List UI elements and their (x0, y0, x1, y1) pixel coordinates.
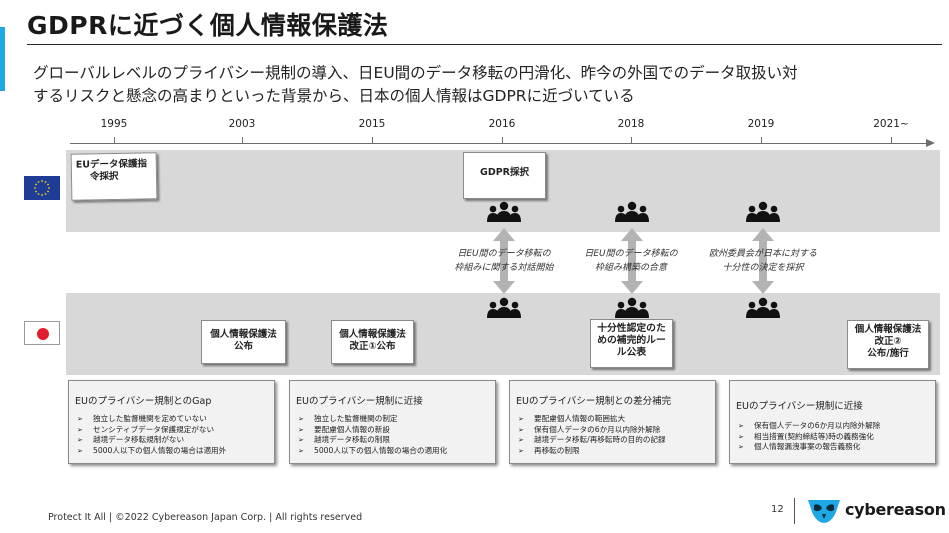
year-2016: 2016 (488, 118, 516, 130)
list-item: ➢センシティブデータ保護規定がない (77, 424, 215, 434)
double-arrow-icon (621, 228, 643, 294)
detail-box-2021: EUのプライバシー規制に近接 ➢保有個人データの6か月以内除外解除 ➢相当措置(… (729, 380, 936, 464)
timeline-axis (70, 143, 930, 144)
double-arrow-icon (752, 228, 774, 294)
tick (502, 137, 503, 144)
tick (891, 137, 892, 144)
year-2021: 2021~ (873, 118, 909, 130)
bilateral-caption-2019: 欧州委員会が日本に対する 十分性の決定を採択 (708, 249, 817, 273)
jp-event-2015: 個人情報保護法 改正①公布 (331, 320, 414, 364)
detail-box-list: ➢独立した監督機関の制定 ➢要配慮個人情報の新設 ➢越境データ移転の制限 ➢50… (298, 414, 447, 456)
list-item: ➢保有個人データの6か月以内除外解除 (518, 424, 661, 434)
timeline-arrow-icon (926, 139, 935, 147)
people-group-icon (746, 201, 780, 222)
japan-flag-icon (24, 321, 60, 345)
tick (242, 137, 243, 144)
detail-box-2015: EUのプライバシー規制に近接 ➢独立した監督機関の制定 ➢要配慮個人情報の新設 … (289, 380, 496, 464)
eu-event-1995: EUデータ保護指 令採択 (70, 152, 158, 201)
year-2015: 2015 (358, 118, 386, 130)
detail-box-list: ➢独立した監督機関を定めていない ➢センシティブデータ保護規定がない ➢越境デー… (77, 414, 226, 456)
jp-event-2021: 個人情報保護法 改正② 公布/施行 (847, 320, 929, 369)
page-title: GDPRに近づく個人情報保護法 (27, 11, 389, 40)
list-item: ➢独立した監督機関の制定 (298, 414, 398, 423)
list-item: ➢相当措置(契約締結等)時の義務強化 (738, 431, 874, 441)
footer-divider (794, 498, 795, 524)
detail-box-heading: EUのプライバシー規制に近接 (736, 401, 863, 412)
bilateral-caption-2018: 日EU間のデータ移転の 枠組み構築の合意 (584, 249, 678, 273)
list-item: ➢5000人以下の個人情報の場合は適用外 (77, 445, 227, 455)
japan-flag-sun (37, 328, 49, 340)
subtitle-line-1: グローバルレベルのプライバシー規制の導入、日EU間のデータ移転の円滑化、昨今の外… (33, 64, 798, 82)
list-item: ➢越境データ移転の制限 (298, 435, 390, 445)
detail-box-2018: EUのプライバシー規制との差分補完 ➢要配慮個人情報の範囲拡大 ➢保有個人データ… (509, 380, 716, 464)
detail-box-heading: EUのプライバシー規制との差分補完 (516, 396, 672, 407)
people-group-icon (487, 297, 521, 318)
year-2019: 2019 (747, 118, 775, 130)
bilateral-caption-2016: 日EU間のデータ移転の 枠組みに関する対話開始 (454, 249, 554, 273)
list-item: ➢要配慮個人情報の新設 (298, 424, 390, 434)
detail-box-list: ➢保有個人データの6か月以内除外解除 ➢相当措置(契約締結等)時の義務強化 ➢個… (738, 421, 880, 453)
footer-copyright: Protect It All | ©2022 Cybereason Japan … (48, 512, 363, 523)
detail-box-heading: EUのプライバシー規制に近接 (296, 396, 423, 407)
page-number: 12 (771, 504, 784, 515)
cybereason-owl-logo (808, 500, 840, 523)
tick (761, 137, 762, 144)
list-item: ➢保有個人データの6か月以内除外解除 (738, 421, 881, 430)
jp-event-2003: 個人情報保護法 公布 (201, 320, 286, 364)
tick (114, 137, 115, 144)
cybereason-logo-text: cybereason (845, 500, 946, 519)
people-group-icon (615, 201, 649, 222)
jp-event-2018: 十分性認定のた めの補完的ルー ル公表 (590, 319, 673, 368)
list-item: ➢5000人以下の個人情報の場合の適用化 (298, 445, 448, 455)
people-group-icon (615, 297, 649, 318)
title-divider (27, 44, 942, 45)
people-group-icon (746, 297, 780, 318)
people-group-icon (487, 201, 521, 222)
year-1995: 1995 (100, 118, 128, 130)
list-item: ➢再移転の制限 (518, 445, 580, 455)
subtitle-line-2: するリスクと懸念の高まりといった背景から、日本の個人情報はGDPRに近づいている (33, 87, 635, 105)
detail-box-2003: EUのプライバシー規制とのGap ➢独立した監督機関を定めていない ➢センシティ… (68, 380, 275, 464)
year-2003: 2003 (228, 118, 256, 130)
list-item: ➢要配慮個人情報の範囲拡大 (518, 414, 626, 423)
tick (372, 137, 373, 144)
list-item: ➢越境データ移転/再移転時の目的の記録 (518, 435, 666, 445)
accent-bar (0, 27, 5, 91)
eu-flag-icon (24, 176, 60, 200)
list-item: ➢個人情報漏洩事案の報告義務化 (738, 442, 861, 452)
detail-box-heading: EUのプライバシー規制とのGap (75, 396, 212, 407)
eu-event-2016: GDPR採択 (463, 152, 546, 199)
year-2018: 2018 (617, 118, 645, 130)
list-item: ➢独立した監督機関を定めていない (77, 414, 207, 423)
tick (631, 137, 632, 144)
double-arrow-icon (493, 228, 515, 294)
detail-box-list: ➢要配慮個人情報の範囲拡大 ➢保有個人データの6か月以内除外解除 ➢越境データ移… (518, 414, 666, 456)
list-item: ➢越境データ移転規制がない (77, 435, 185, 445)
